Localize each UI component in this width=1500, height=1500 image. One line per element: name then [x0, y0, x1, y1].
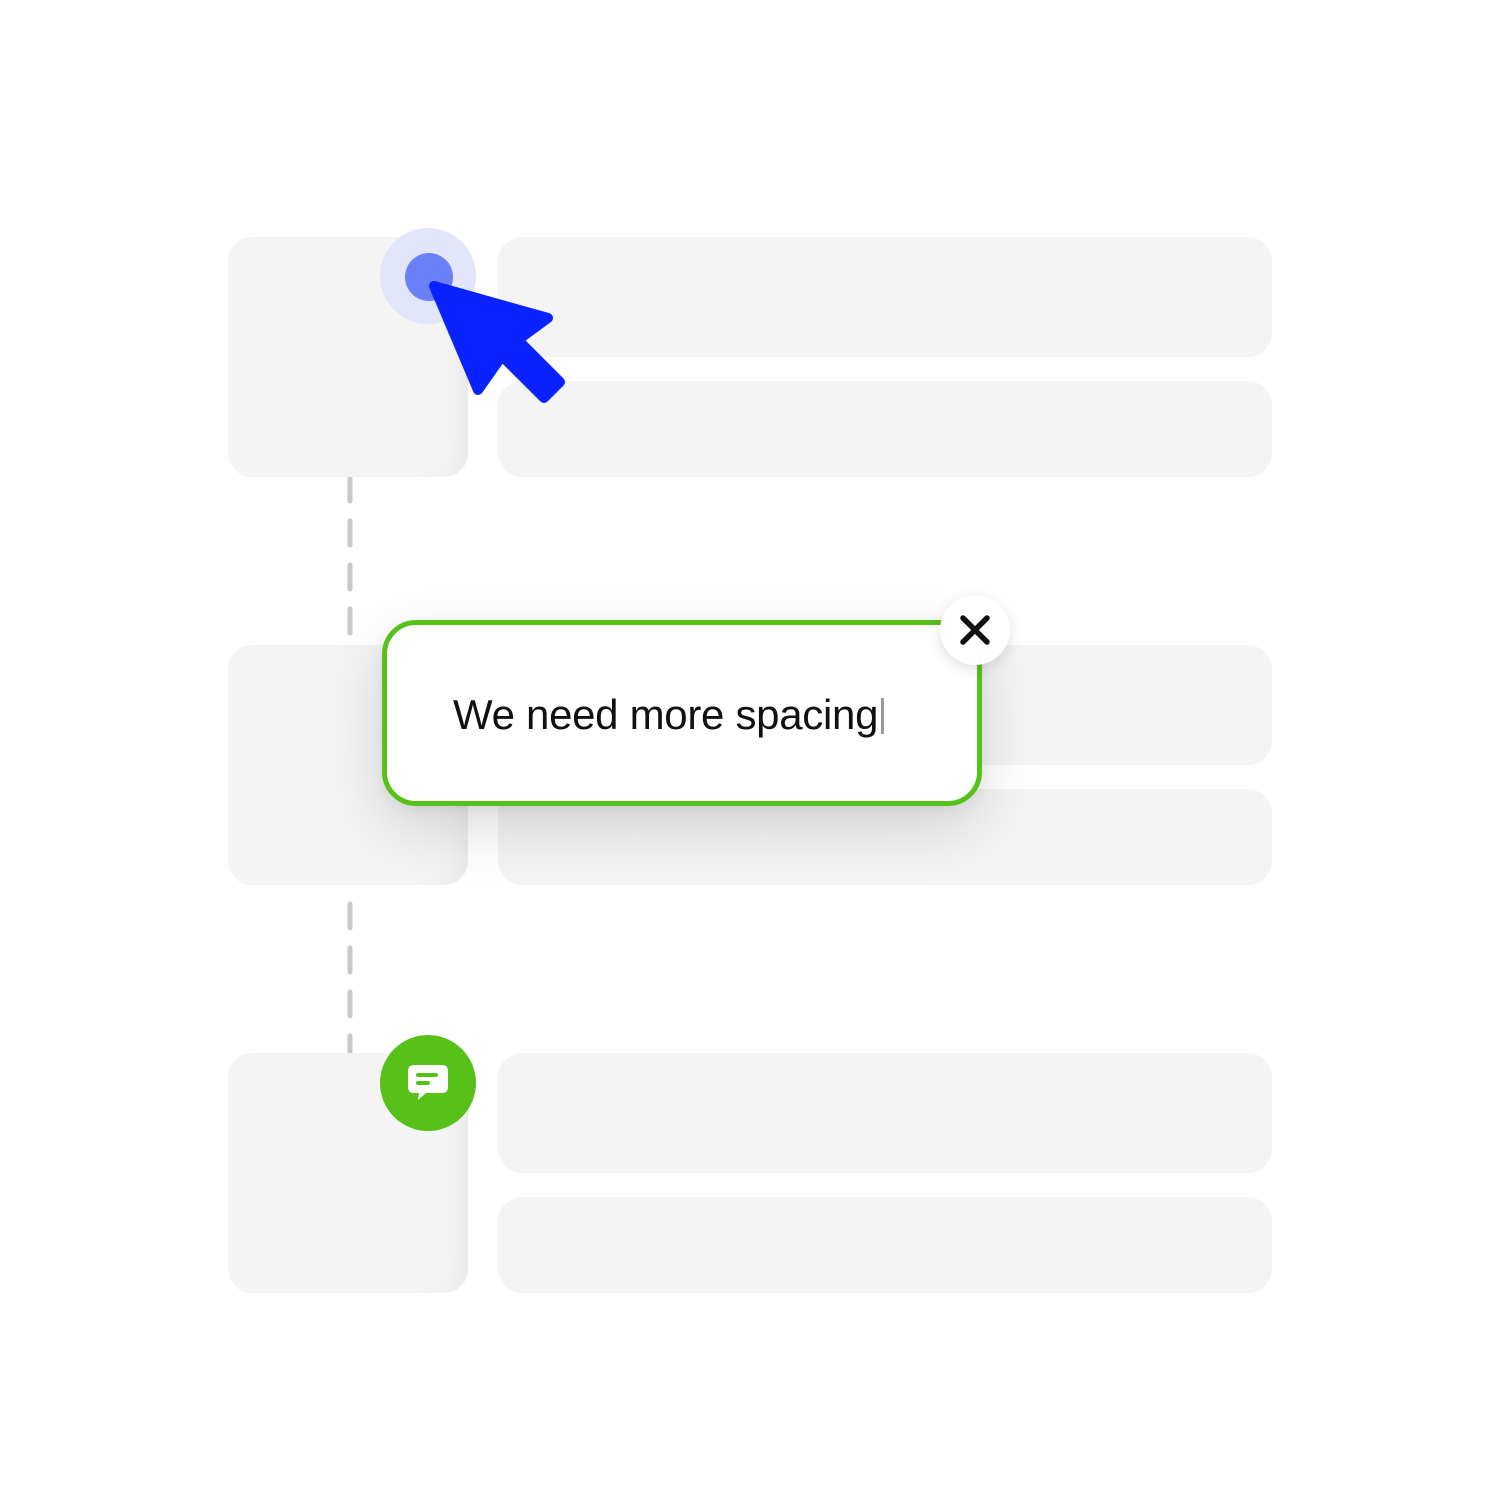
row-1-line-1 — [498, 237, 1272, 357]
chat-bubble-icon — [408, 1065, 448, 1100]
row-3-line-2 — [498, 1197, 1272, 1293]
comment-input-box[interactable]: We need more spacing — [382, 620, 982, 806]
connector-line-lower — [347, 901, 353, 1053]
connector-line-upper — [347, 477, 353, 645]
row-1-line-2 — [498, 381, 1272, 477]
close-icon — [960, 615, 990, 645]
comment-text-field[interactable]: We need more spacing — [453, 691, 885, 739]
comment-marker-button[interactable] — [380, 1035, 476, 1131]
text-caret — [881, 698, 885, 734]
comment-text: We need more spacing — [453, 691, 879, 738]
arrow-cursor-icon — [429, 281, 565, 403]
close-button[interactable] — [940, 595, 1010, 665]
row-3-line-1 — [498, 1053, 1272, 1173]
